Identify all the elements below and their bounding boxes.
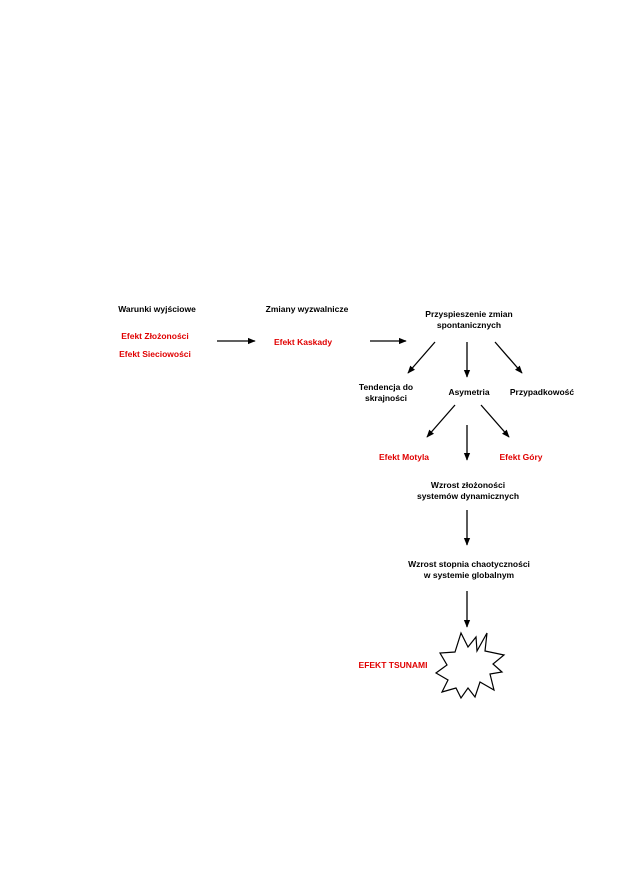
arrow-przyspieszenie-to-tendencja — [407, 341, 436, 374]
node-efekt-motyla: Efekt Motyla — [378, 452, 430, 462]
node-efekt-kaskady: Efekt Kaskady — [273, 337, 333, 347]
tsunami-burst-icon — [434, 631, 506, 700]
arrow-asymetria-to-motyla — [426, 404, 456, 438]
node-tendencja-line1: Tendencja do — [358, 382, 414, 392]
node-efekt-gory: Efekt Góry — [499, 452, 543, 462]
arrow-asymetria-to-gory — [480, 404, 510, 438]
node-przyspieszenie-line1: Przyspieszenie zmian — [425, 309, 513, 319]
node-wzrost-zlozonosci: Wzrost złożoności systemów dynamicznych — [417, 480, 519, 502]
node-wzrost-zlozonosci-line2: systemów dynamicznych — [416, 491, 520, 501]
node-zmiany-wyzwalnicze: Zmiany wyzwalnicze — [265, 304, 349, 314]
arrow-przyspieszenie-to-przypadkowosc — [494, 341, 523, 374]
node-wzrost-chaotycznosci-line1: Wzrost stopnia chaotyczności — [408, 559, 530, 569]
node-przyspieszenie-zmian: Przyspieszenie zmian spontanicznych — [425, 309, 512, 331]
node-wzrost-chaotycznosci-line2: w systemie globalnym — [423, 570, 515, 580]
node-efekt-sieciowosci: Efekt Sieciowości — [119, 349, 191, 359]
node-tendencja-do-skrajnosci: Tendencja do skrajności — [359, 382, 413, 404]
node-przypadkowosc: Przypadkowość — [509, 387, 575, 397]
node-asymetria: Asymetria — [448, 387, 490, 397]
node-efekt-tsunami: EFEKT TSUNAMI — [358, 660, 428, 670]
node-wzrost-zlozonosci-line1: Wzrost złożoności — [430, 480, 506, 490]
node-warunki-wyjsciowe: Warunki wyjściowe — [118, 304, 196, 314]
node-wzrost-chaotycznosci: Wzrost stopnia chaotyczności w systemie … — [408, 559, 530, 581]
node-przyspieszenie-line2: spontanicznych — [436, 320, 502, 330]
node-tendencja-line2: skrajności — [364, 393, 408, 403]
node-efekt-zlozonosci: Efekt Złożoności — [121, 331, 189, 341]
